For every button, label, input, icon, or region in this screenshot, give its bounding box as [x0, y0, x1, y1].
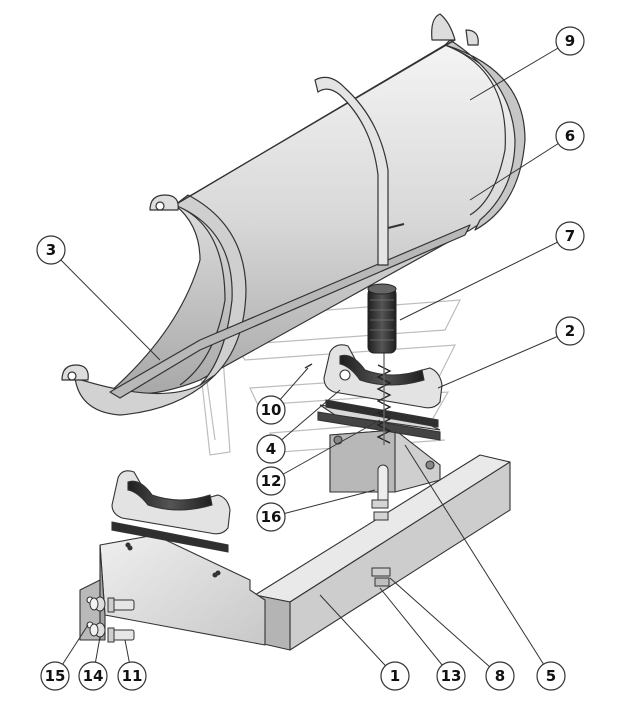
trough-cradle [61, 13, 526, 416]
main-frame [79, 454, 511, 651]
small-pin [304, 363, 313, 369]
callout-1: 1 [380, 661, 410, 691]
callout-4: 4 [256, 434, 286, 464]
callout-7: 7 [555, 221, 585, 251]
callout-label-12: 12 [261, 472, 282, 490]
callout-3: 3 [36, 235, 66, 265]
callout-5: 5 [536, 661, 566, 691]
callout-label-15: 15 [45, 667, 66, 685]
callout-label-11: 11 [122, 667, 143, 685]
saddle-support-left [111, 470, 231, 576]
rear-bracket [319, 404, 441, 493]
callout-6: 6 [555, 121, 585, 151]
callout-9: 9 [555, 26, 585, 56]
callout-label-3: 3 [46, 241, 56, 259]
callout-label-6: 6 [565, 127, 575, 145]
callout-label-4: 4 [266, 440, 276, 458]
callout-label-10: 10 [261, 401, 282, 419]
callout-label-7: 7 [565, 227, 575, 245]
callout-12: 12 [256, 466, 286, 496]
callout-15: 15 [40, 661, 70, 691]
callout-label-14: 14 [83, 667, 104, 685]
callout-label-5: 5 [546, 667, 556, 685]
callout-8: 8 [485, 661, 515, 691]
rubber-sleeve [367, 283, 397, 354]
callout-16: 16 [256, 502, 286, 532]
vertical-bolt [371, 464, 391, 587]
callout-11: 11 [117, 661, 147, 691]
callout-label-16: 16 [261, 508, 282, 526]
callout-label-13: 13 [441, 667, 462, 685]
callout-label-2: 2 [565, 322, 575, 340]
callout-10: 10 [256, 395, 286, 425]
side-fasteners [89, 596, 135, 643]
callout-13: 13 [436, 661, 466, 691]
callout-14: 14 [78, 661, 108, 691]
spring [376, 350, 392, 445]
callout-label-1: 1 [390, 667, 400, 685]
callout-label-9: 9 [565, 32, 575, 50]
retaining-strap [314, 76, 405, 266]
callout-label-8: 8 [495, 667, 505, 685]
callout-2: 2 [555, 316, 585, 346]
